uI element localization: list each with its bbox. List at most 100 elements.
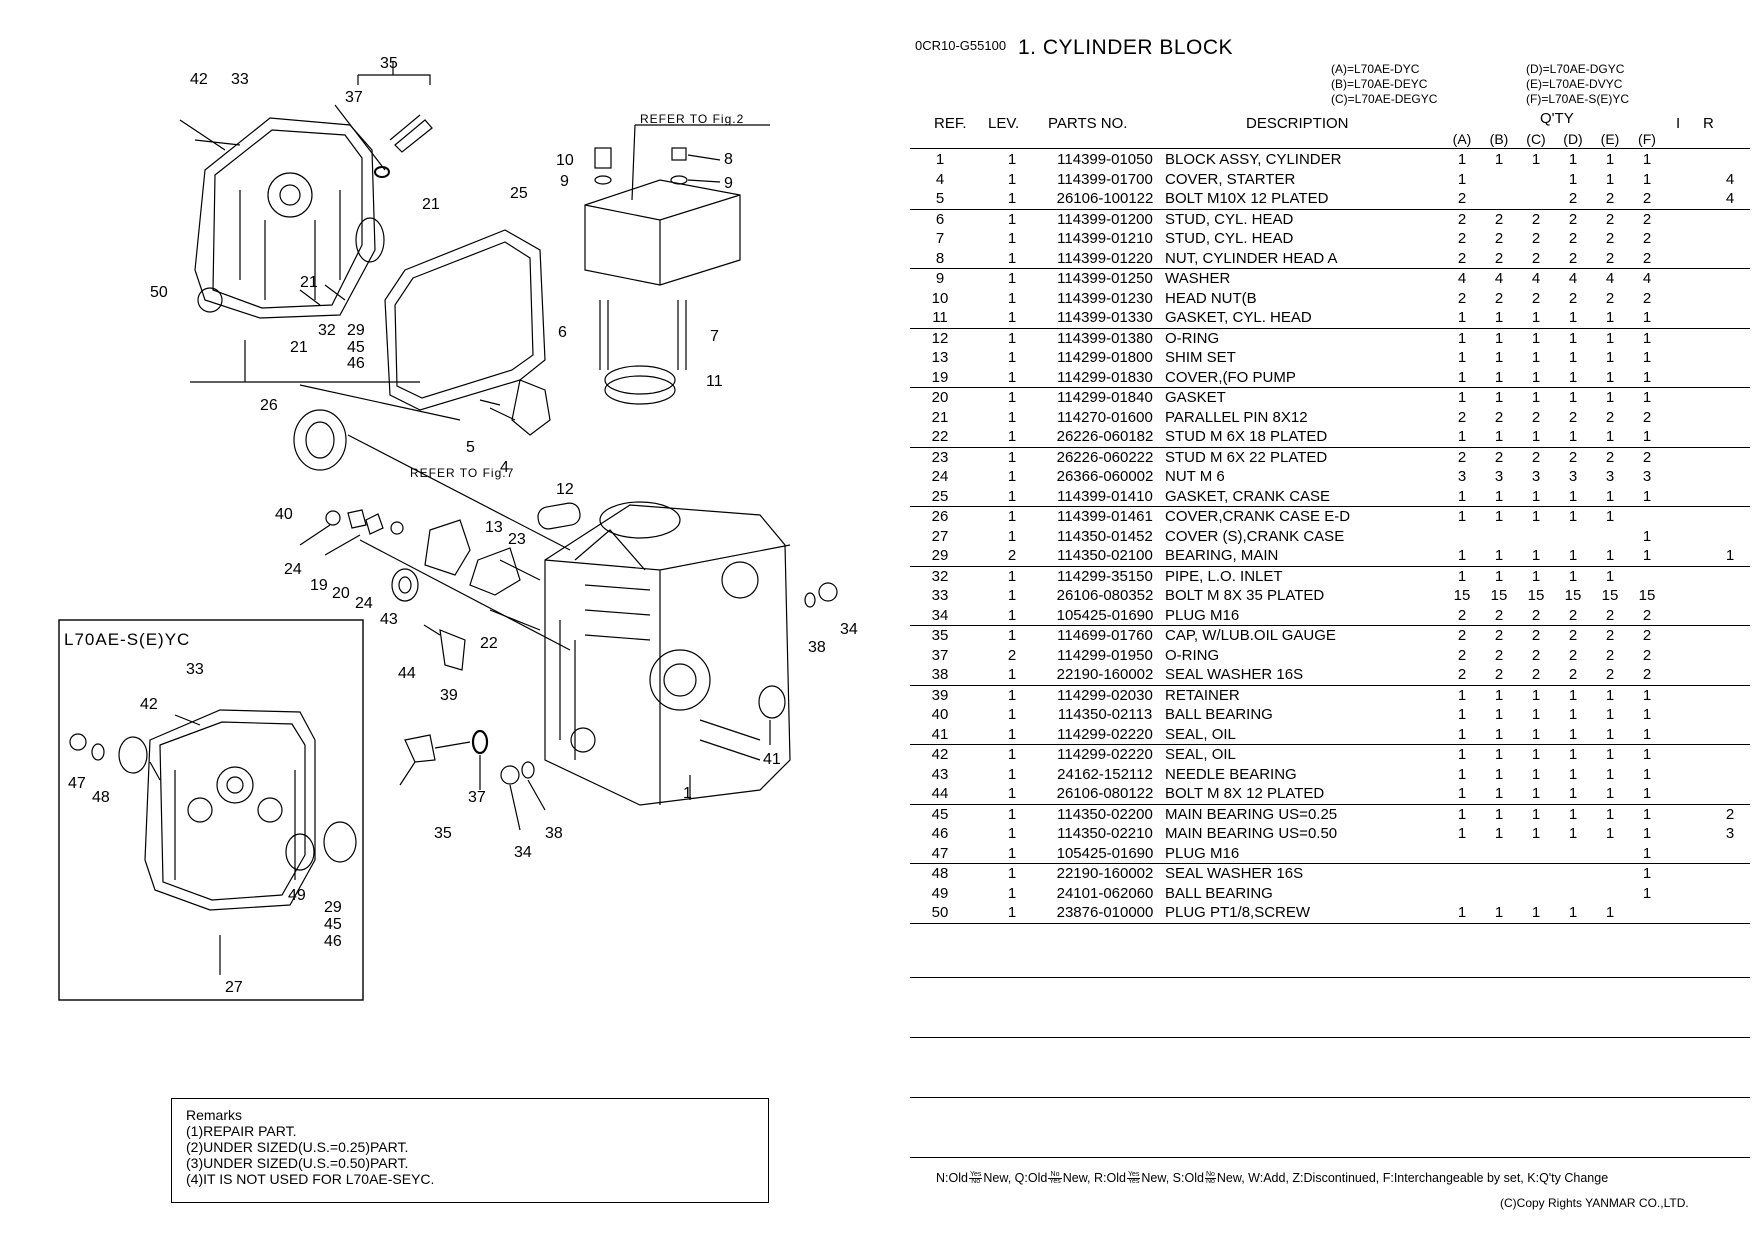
qty-cell: 2: [1531, 249, 1541, 267]
remark-item: (3)UNDER SIZED(U.S.=0.50)PART.: [186, 1155, 409, 1171]
qty-cell: 1: [1605, 825, 1615, 842]
qty-cell: 4: [1568, 270, 1578, 287]
qty-cell: 1: [1642, 825, 1652, 842]
ref-cell: 24: [931, 468, 949, 485]
description-cell: BALL BEARING: [1165, 706, 1273, 723]
lev-cell: 1: [1007, 785, 1017, 802]
part-number-cell: 114399-01250: [1057, 270, 1153, 287]
qty-cell: 2: [1531, 289, 1541, 307]
qty-cell: 4: [1457, 270, 1467, 287]
description-cell: SEAL, OIL: [1165, 725, 1236, 743]
description-cell: BOLT M 8X 12 PLATED: [1165, 785, 1325, 802]
qty-cell: 2: [1531, 408, 1541, 426]
callout-label: 10: [556, 152, 574, 169]
part-number-cell: 114299-02220: [1057, 725, 1153, 743]
description-cell: PLUG PT1/8,SCREW: [1165, 904, 1311, 921]
part-number-cell: 26106-080352: [1056, 587, 1154, 604]
remark-cell: 4: [1725, 190, 1735, 207]
callout-label: 24: [355, 595, 373, 612]
qty-cell: 2: [1457, 249, 1467, 267]
col-header-qty-a: (A): [1452, 131, 1472, 147]
description-cell: MAIN BEARING US=0.50: [1165, 825, 1338, 842]
col-header-i: I: [1676, 115, 1681, 132]
col-header-lev: LEV.: [988, 115, 1020, 132]
qty-cell: 1: [1642, 329, 1652, 347]
qty-cell: 1: [1642, 368, 1652, 386]
part-number-cell: 22190-160002: [1056, 865, 1154, 882]
callout-label: 39: [440, 687, 458, 704]
document-code: 0CR10-G55100: [915, 38, 1007, 53]
lev-cell: 1: [1007, 627, 1017, 644]
description-cell: PIPE, L.O. INLET: [1165, 567, 1283, 585]
qty-cell: 15: [1527, 587, 1545, 604]
lev-cell: 1: [1007, 289, 1017, 307]
qty-cell: 1: [1642, 805, 1652, 823]
description-cell: CAP, W/LUB.OIL GAUGE: [1165, 627, 1336, 644]
lev-cell: 1: [1007, 884, 1017, 902]
fraction-top: No: [1204, 1171, 1216, 1180]
callout-label: 29: [324, 899, 342, 916]
legend-r: R:Old: [1094, 1171, 1126, 1185]
qty-cell: 1: [1531, 487, 1541, 505]
description-cell: BOLT M 8X 35 PLATED: [1165, 587, 1325, 604]
ref-cell: 1: [935, 151, 945, 168]
qty-cell: 2: [1457, 606, 1467, 624]
qty-cell: 1: [1494, 487, 1504, 505]
qty-cell: 1: [1605, 329, 1615, 347]
qty-cell: 1: [1494, 329, 1504, 347]
qty-cell: 4: [1494, 270, 1504, 287]
part-number-cell: 114350-01452: [1057, 527, 1153, 545]
qty-cell: 1: [1494, 805, 1504, 823]
qty-cell: 15: [1564, 587, 1582, 604]
qty-cell: 1: [1642, 725, 1652, 743]
legend-new: New,: [1216, 1171, 1245, 1185]
ref-cell: 29: [931, 547, 949, 564]
qty-cell: 1: [1457, 765, 1467, 783]
callout-label: 24: [284, 561, 302, 578]
qty-cell: 2: [1642, 289, 1652, 307]
qty-cell: 1: [1494, 508, 1504, 525]
ref-cell: 47: [931, 844, 949, 862]
qty-cell: 1: [1568, 508, 1578, 525]
col-header-qty: Q'TY: [1540, 110, 1574, 127]
qty-cell: 1: [1457, 825, 1467, 842]
qty-cell: 2: [1642, 646, 1652, 664]
part-number-cell: 114299-01840: [1057, 389, 1153, 406]
qty-cell: 1: [1531, 547, 1541, 564]
ref-cell: 12: [931, 329, 949, 347]
qty-cell: 1: [1605, 805, 1615, 823]
qty-cell: 2: [1457, 230, 1467, 247]
description-cell: PARALLEL PIN 8X12: [1165, 408, 1308, 426]
part-number-cell: 114399-01380: [1057, 329, 1153, 347]
callout-label: 45: [324, 916, 342, 933]
lev-cell: 1: [1007, 567, 1017, 585]
qty-cell: 1: [1457, 725, 1467, 743]
part-number-cell: 114399-01220: [1057, 249, 1153, 267]
callout-label: 21: [300, 274, 318, 291]
qty-cell: 3: [1568, 468, 1578, 485]
callout-label: 41: [763, 751, 781, 768]
qty-cell: 1: [1605, 151, 1615, 168]
ref-cell: 5: [935, 190, 945, 207]
ref-cell: 26: [931, 508, 949, 525]
part-number-cell: 114399-01700: [1057, 170, 1153, 188]
callout-label: 42: [140, 696, 158, 713]
qty-cell: 1: [1568, 309, 1578, 326]
